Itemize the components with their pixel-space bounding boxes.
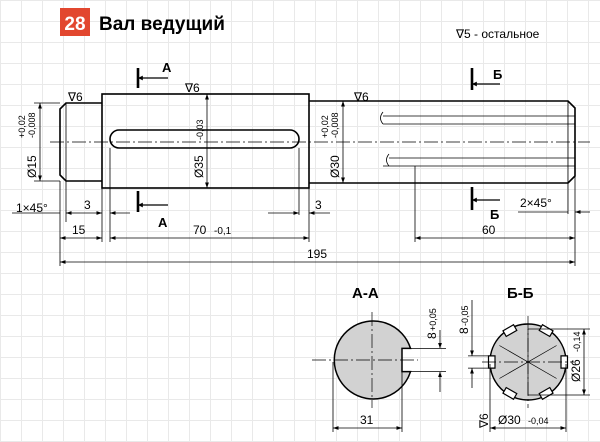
dim-195: 195 — [307, 247, 327, 261]
diameter-dimensions: Ø15 +0,02 -0,008 Ø35 -0,03 Ø30 +0,02 -0,… — [17, 94, 345, 188]
dim-spline-width-tol: -0,05 — [460, 305, 470, 326]
length-dimensions: 1×45° 3 3 15 70 -0,1 60 2×45° 195 — [12, 148, 590, 266]
cut-plane-b: Б Б — [470, 67, 502, 222]
dim-31: 31 — [360, 413, 374, 427]
section-b-title: Б-Б — [507, 285, 534, 302]
shaft-outline — [50, 93, 590, 189]
dim-d15-tol-top: +0,02 — [17, 115, 27, 138]
dim-keyway: 8 — [425, 332, 439, 339]
dim-d30-section: Ø30 — [498, 413, 521, 427]
dim-d30-section-tol: -0,04 — [528, 416, 549, 426]
cut-plane-a: А А — [136, 60, 172, 230]
dim-60: 60 — [482, 223, 496, 237]
section-a-a: А-А 8 +0,05 31 — [312, 285, 446, 432]
dim-15: 15 — [72, 223, 86, 237]
dim-d26: Ø26 — [569, 359, 583, 382]
cut-label-a-bottom: А — [158, 215, 168, 230]
dim-spline-width: 8 — [457, 327, 471, 334]
chamfer-right: 2×45° — [520, 196, 552, 210]
part-title: Вал ведущий — [99, 14, 225, 35]
header: 28 Вал ведущий ∇5 - остальное — [60, 8, 540, 41]
section-a-title: А-А — [352, 285, 379, 302]
roughness-left: ∇6 — [67, 90, 83, 104]
section-b-b: Б-Б 8 -0,05 Ø26 -0,14 Ø30 -0,04 ∇6 — [457, 285, 590, 432]
spline-notch — [502, 323, 518, 338]
roughness-section-b: ∇6 — [477, 413, 491, 429]
cut-label-a-top: А — [162, 60, 172, 75]
roughness-right: ∇6 — [353, 90, 369, 104]
dim-d30: Ø30 — [328, 155, 342, 178]
item-number: 28 — [64, 14, 85, 35]
dim-d30-tol-top: +0,02 — [320, 115, 330, 138]
cut-label-b-top: Б — [493, 67, 502, 82]
chamfer-left: 1×45° — [16, 201, 48, 215]
dim-d15: Ø15 — [25, 155, 39, 178]
dim-70-tol: -0,1 — [214, 226, 232, 237]
dim-d26-tol: -0,14 — [572, 331, 582, 352]
section-a-disk — [333, 320, 412, 400]
cut-label-b-bottom: Б — [490, 207, 499, 222]
keyway-slot — [109, 129, 300, 149]
dim-d30-tol-bot: -0,008 — [330, 112, 340, 138]
roughness-mid: ∇6 — [184, 81, 200, 95]
dim-d35-tol: -0,03 — [195, 119, 205, 140]
spline-groove-runout — [380, 111, 390, 167]
dim-70: 70 — [193, 223, 207, 237]
dim-d35: Ø35 — [192, 155, 206, 178]
roughness-note: ∇5 - остальное — [455, 27, 540, 41]
roughness-marks: ∇6 ∇6 ∇6 — [67, 81, 369, 104]
spline-notch — [538, 386, 554, 401]
spline-notch — [502, 386, 518, 401]
dim-d15-tol-bot: -0,008 — [27, 112, 37, 138]
item-number-badge — [60, 8, 90, 36]
dim-3-right: 3 — [315, 198, 322, 212]
dim-keyway-tol: +0,05 — [428, 308, 438, 331]
dim-3-left: 3 — [84, 198, 91, 212]
